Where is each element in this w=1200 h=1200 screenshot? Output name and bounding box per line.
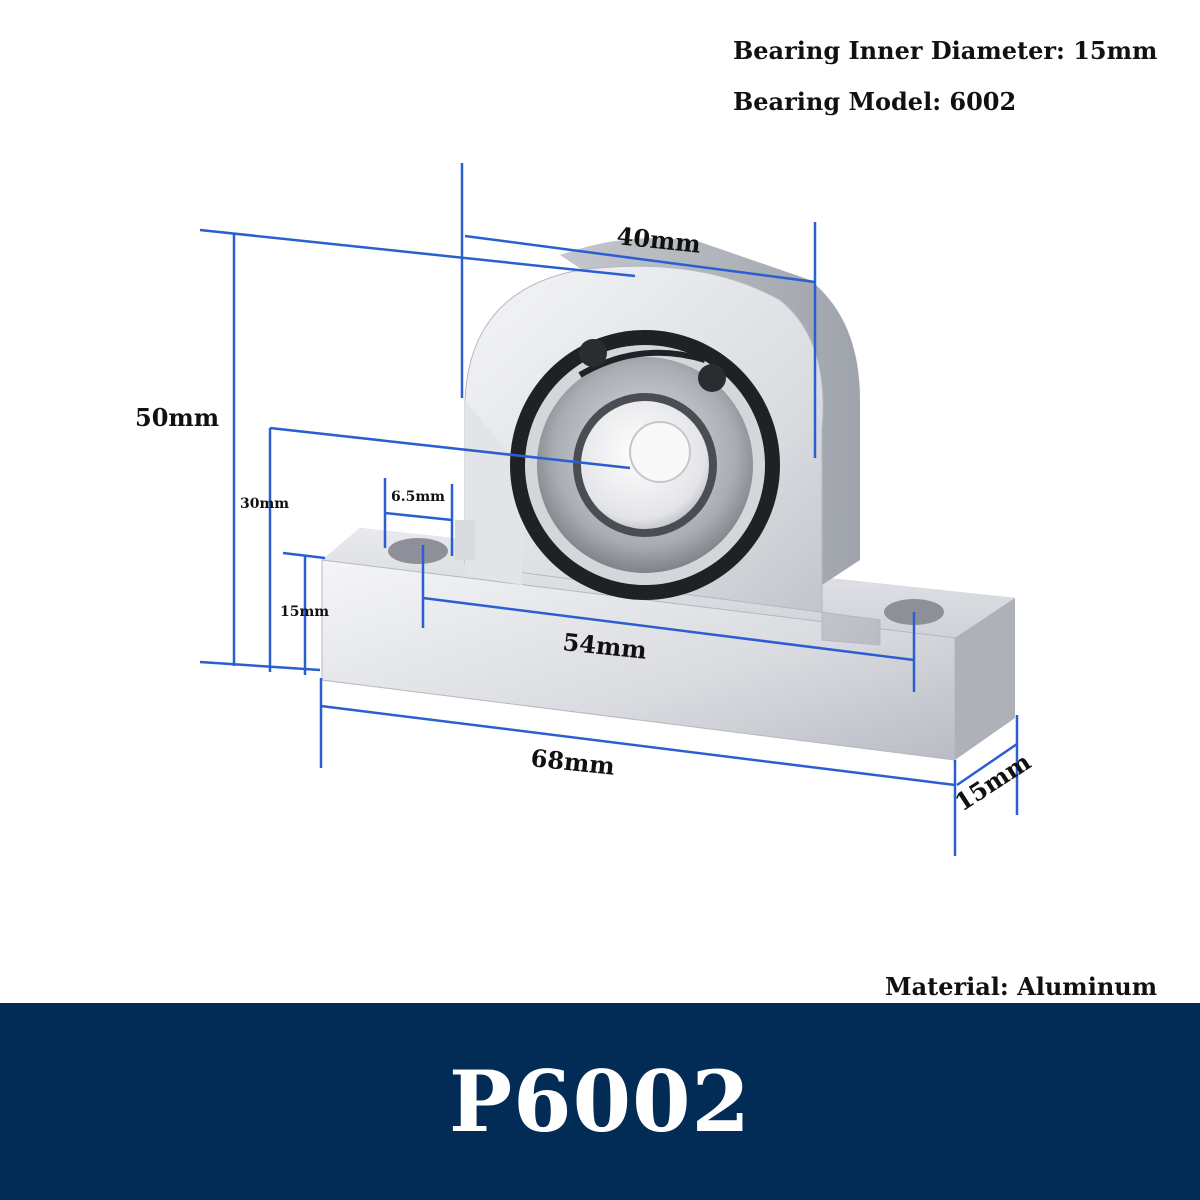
dim-center-height-label: 30mm bbox=[240, 496, 289, 512]
dim-base-height-label: 15mm bbox=[280, 604, 329, 620]
pillow-block-drawing: 40mm 50mm 30mm 6.5mm 15mm 54mm 68mm 15mm bbox=[135, 163, 1036, 856]
spec-bearing-model: Bearing Model: 6002 bbox=[733, 87, 1017, 116]
dim-50-bottom-ext bbox=[199, 660, 321, 672]
dim-40-line bbox=[464, 234, 816, 284]
mount-hole-left bbox=[388, 538, 448, 564]
snap-ring-hole-right bbox=[698, 364, 726, 392]
dim-total-height-label: 50mm bbox=[135, 403, 219, 432]
dimension-lines bbox=[199, 163, 1019, 856]
dim-54-line bbox=[422, 596, 915, 662]
model-banner: P6002 bbox=[0, 1003, 1200, 1200]
dim-hole-diameter-label: 6.5mm bbox=[391, 489, 445, 505]
spec-material: Material: Aluminum bbox=[885, 972, 1158, 1001]
dim-65-line bbox=[384, 511, 453, 522]
model-title: P6002 bbox=[449, 1052, 751, 1151]
dim-15d-line bbox=[956, 742, 1018, 787]
dim-68-line bbox=[320, 704, 956, 787]
dim-50-top-ext bbox=[199, 228, 636, 278]
dim-30-top-ext bbox=[269, 426, 631, 470]
bearing-bore bbox=[629, 421, 691, 483]
bearing-6002 bbox=[510, 330, 780, 600]
product-diagram: 40mm 50mm 30mm 6.5mm 15mm 54mm 68mm 15mm bbox=[135, 163, 1036, 856]
snap-ring-hole-left bbox=[579, 339, 607, 367]
spec-inner-diameter: Bearing Inner Diameter: 15mm bbox=[733, 36, 1158, 65]
dim-total-length-label: 68mm bbox=[529, 743, 616, 781]
